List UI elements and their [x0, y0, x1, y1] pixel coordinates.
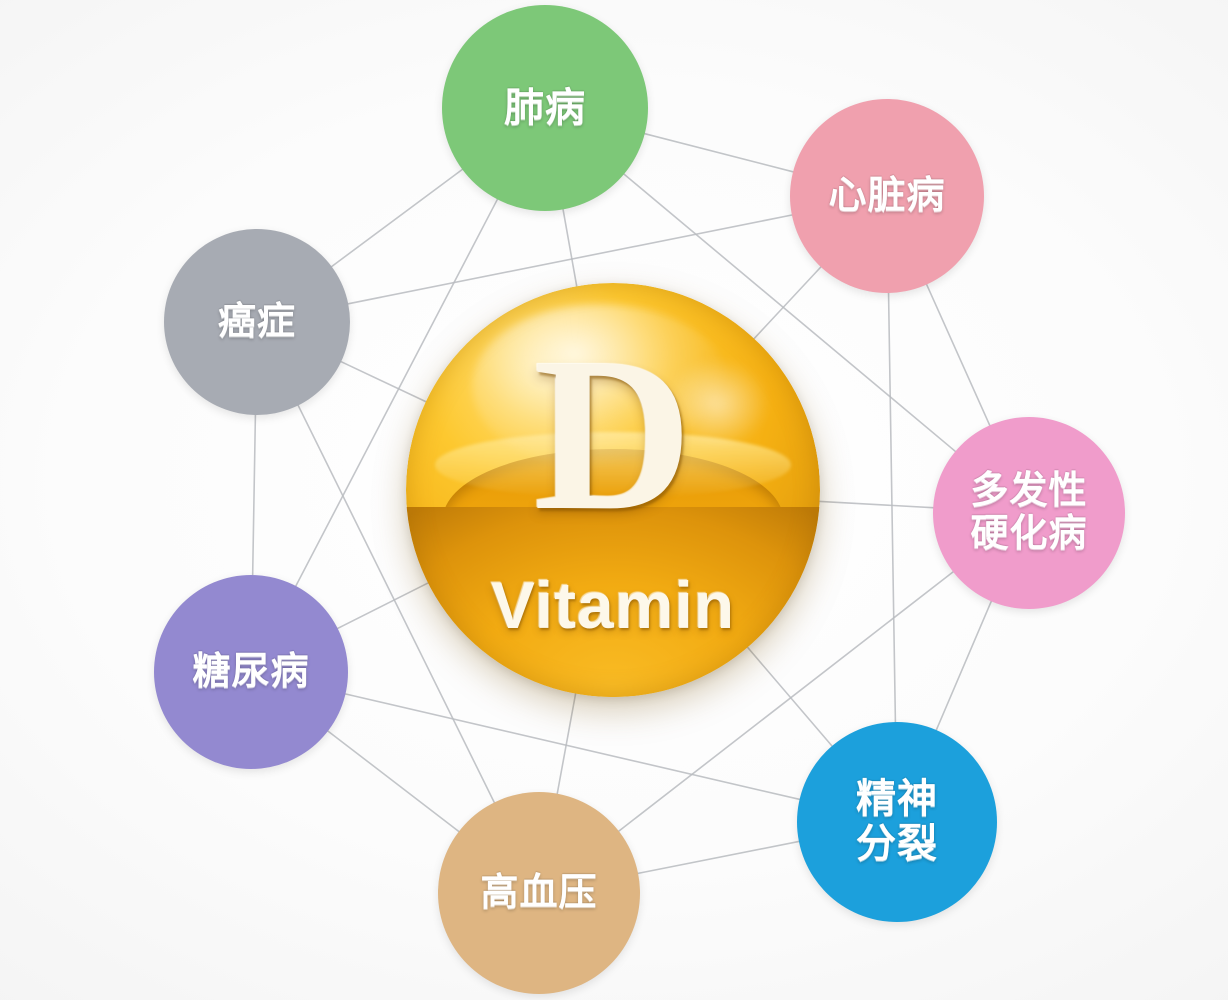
node-label: 精神 分裂: [856, 777, 938, 866]
vitamin-d-sphere[interactable]: D Vitamin: [406, 283, 820, 697]
node-hypertension[interactable]: 高血压: [438, 792, 640, 994]
node-label: 糖尿病: [192, 650, 310, 693]
node-diabetes[interactable]: 糖尿病: [154, 575, 348, 769]
node-label: 高血压: [480, 871, 598, 914]
node-label: 癌症: [217, 300, 296, 343]
vitamin-letter: D: [533, 312, 693, 557]
node-multiple-sclerosis[interactable]: 多发性 硬化病: [933, 417, 1125, 609]
node-schizophrenia[interactable]: 精神 分裂: [797, 722, 997, 922]
node-heart-disease[interactable]: 心脏病: [790, 99, 984, 293]
node-cancer[interactable]: 癌症: [164, 229, 350, 415]
node-label: 心脏病: [828, 174, 946, 217]
vitamin-word: Vitamin: [490, 568, 736, 643]
node-label: 多发性 硬化病: [970, 470, 1088, 555]
sphere-secondary-highlight: [662, 357, 771, 449]
node-label: 肺病: [504, 85, 586, 130]
node-lung-disease[interactable]: 肺病: [442, 5, 648, 211]
